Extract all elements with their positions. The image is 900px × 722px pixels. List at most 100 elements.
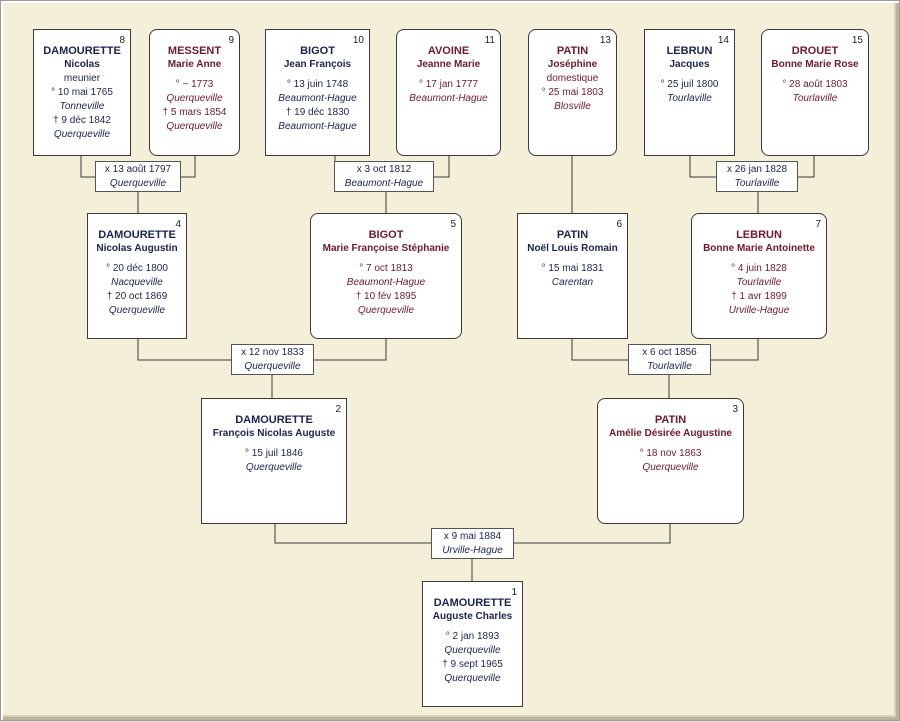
- death-date: † 19 déc 1830: [285, 107, 350, 118]
- birth-place: Carentan: [551, 277, 594, 288]
- birth-date: ° 10 mai 1765: [51, 87, 113, 98]
- given-names: Joséphine: [547, 59, 598, 70]
- death-date: † 9 sept 1965: [442, 659, 503, 670]
- surname: DAMOURETTE: [98, 229, 176, 241]
- birth-date: ° 7 oct 1813: [359, 263, 413, 274]
- birth-place: Querqueville: [642, 462, 699, 473]
- sosa-number: 4: [175, 219, 181, 230]
- given-names: Marie Françoise Stéphanie: [322, 243, 450, 254]
- given-names: Nicolas: [64, 59, 100, 70]
- marriage-date: x 3 oct 1812: [356, 164, 412, 175]
- given-names: Noël Louis Romain: [527, 243, 618, 254]
- sosa-number: 14: [717, 35, 729, 46]
- birth-place: Tourlaville: [792, 93, 838, 104]
- given-names: François Nicolas Auguste: [212, 428, 336, 439]
- birth-date: ° 28 août 1803: [782, 79, 848, 90]
- marriage-place: Tourlaville: [647, 361, 692, 372]
- death-place: Querqueville: [108, 305, 166, 316]
- birth-place: Tourlaville: [667, 93, 712, 104]
- birth-place: Beaumont-Hague: [346, 277, 426, 288]
- sosa-number: 10: [352, 35, 364, 46]
- birth-place: Querqueville: [166, 93, 223, 104]
- person-box-1[interactable]: 1 DAMOURETTE Auguste Charles ° 2 jan 189…: [422, 581, 523, 707]
- birth-place: Blosville: [554, 101, 591, 112]
- person-box-8[interactable]: 8 DAMOURETTE Nicolas meunier ° 10 mai 17…: [33, 29, 131, 156]
- surname: DROUET: [791, 45, 839, 57]
- birth-date: ° 15 juil 1846: [245, 448, 303, 459]
- birth-date: ° ~ 1773: [175, 79, 214, 90]
- marriage-label-14-15: x 26 jan 1828 Tourlaville: [716, 161, 798, 192]
- surname: PATIN: [556, 229, 589, 241]
- given-names: Jean François: [283, 59, 352, 70]
- sosa-number: 1: [511, 587, 517, 598]
- person-box-10[interactable]: 10 BIGOT Jean François ° 13 juin 1748 Be…: [265, 29, 370, 156]
- person-box-9[interactable]: 9 MESSENT Marie Anne ° ~ 1773 Querquevil…: [149, 29, 240, 156]
- birth-place: Beaumont-Hague: [409, 93, 488, 104]
- birth-place: Nacqueville: [111, 277, 163, 288]
- given-names: Bonne Marie Antoinette: [703, 243, 815, 254]
- marriage-label-4-5: x 12 nov 1833 Querqueville: [231, 344, 314, 375]
- birth-date: ° 25 juil 1800: [660, 79, 719, 90]
- birth-date: ° 20 déc 1800: [106, 263, 168, 274]
- marriage-place: Urville-Hague: [442, 545, 503, 556]
- surname: MESSENT: [167, 45, 222, 57]
- surname: DAMOURETTE: [235, 414, 313, 426]
- person-box-3[interactable]: 3 PATIN Amélie Désirée Augustine ° 18 no…: [597, 398, 744, 524]
- birth-place: Tonneville: [59, 101, 105, 112]
- surname: LEBRUN: [666, 45, 713, 57]
- marriage-date: x 13 août 1797: [104, 164, 172, 175]
- person-box-6[interactable]: 6 PATIN Noël Louis Romain ° 15 mai 1831 …: [517, 213, 628, 339]
- marriage-date: x 12 nov 1833: [241, 347, 304, 358]
- person-box-7[interactable]: 7 LEBRUN Bonne Marie Antoinette ° 4 juin…: [691, 213, 827, 339]
- person-box-5[interactable]: 5 BIGOT Marie Françoise Stéphanie ° 7 oc…: [310, 213, 462, 339]
- person-box-11[interactable]: 11 AVOINE Jeanne Marie ° 17 jan 1777 Bea…: [396, 29, 501, 156]
- sosa-number: 7: [815, 219, 821, 230]
- person-box-2[interactable]: 2 DAMOURETTE François Nicolas Auguste ° …: [201, 398, 347, 524]
- given-names: Auguste Charles: [432, 611, 513, 622]
- surname: BIGOT: [368, 229, 404, 241]
- given-names: Jeanne Marie: [416, 59, 481, 70]
- death-place: Querqueville: [166, 121, 223, 132]
- sosa-number: 11: [484, 35, 495, 46]
- marriage-date: x 9 mai 1884: [443, 531, 502, 542]
- given-names: Amélie Désirée Augustine: [608, 428, 732, 439]
- surname: PATIN: [556, 45, 589, 57]
- sosa-number: 9: [228, 35, 234, 46]
- sosa-number: 6: [616, 219, 622, 230]
- death-date: † 20 oct 1869: [106, 291, 168, 302]
- surname: DAMOURETTE: [433, 597, 512, 609]
- marriage-label-8-9: x 13 août 1797 Querqueville: [95, 161, 181, 192]
- marriage-date: x 6 oct 1856: [642, 347, 697, 358]
- surname: DAMOURETTE: [43, 45, 121, 57]
- occupation: domestique: [546, 73, 599, 84]
- birth-date: ° 17 jan 1777: [418, 79, 479, 90]
- death-date: † 9 déc 1842: [53, 115, 111, 126]
- surname: BIGOT: [300, 45, 335, 57]
- death-date: † 10 fév 1895: [355, 291, 417, 302]
- death-place: Querqueville: [444, 673, 501, 684]
- person-box-4[interactable]: 4 DAMOURETTE Nicolas Augustin ° 20 déc 1…: [87, 213, 187, 339]
- person-box-14[interactable]: 14 LEBRUN Jacques ° 25 juil 1800 Tourlav…: [644, 29, 735, 156]
- marriage-place: Beaumont-Hague: [344, 178, 424, 189]
- person-box-13[interactable]: 13 PATIN Joséphine domestique ° 25 mai 1…: [528, 29, 617, 156]
- sosa-number: 8: [119, 35, 125, 46]
- sosa-number: 13: [599, 35, 611, 46]
- sosa-number: 5: [450, 219, 456, 230]
- marriage-date: x 26 jan 1828: [726, 164, 788, 175]
- death-date: † 5 mars 1854: [162, 107, 227, 118]
- person-box-15[interactable]: 15 DROUET Bonne Marie Rose ° 28 août 180…: [761, 29, 869, 156]
- given-names: Nicolas Augustin: [96, 243, 178, 254]
- given-names: Jacques: [669, 59, 710, 70]
- death-date: † 1 avr 1899: [731, 291, 787, 302]
- marriage-label-10-11: x 3 oct 1812 Beaumont-Hague: [334, 161, 434, 192]
- surname: LEBRUN: [736, 229, 782, 241]
- surname: PATIN: [654, 414, 687, 426]
- sosa-number: 3: [732, 404, 738, 415]
- death-place: Beaumont-Hague: [278, 121, 357, 132]
- surname: AVOINE: [427, 45, 470, 57]
- occupation: meunier: [63, 73, 101, 84]
- birth-place: Querqueville: [245, 462, 303, 473]
- given-names: Bonne Marie Rose: [771, 59, 859, 70]
- marriage-place: Tourlaville: [734, 178, 780, 189]
